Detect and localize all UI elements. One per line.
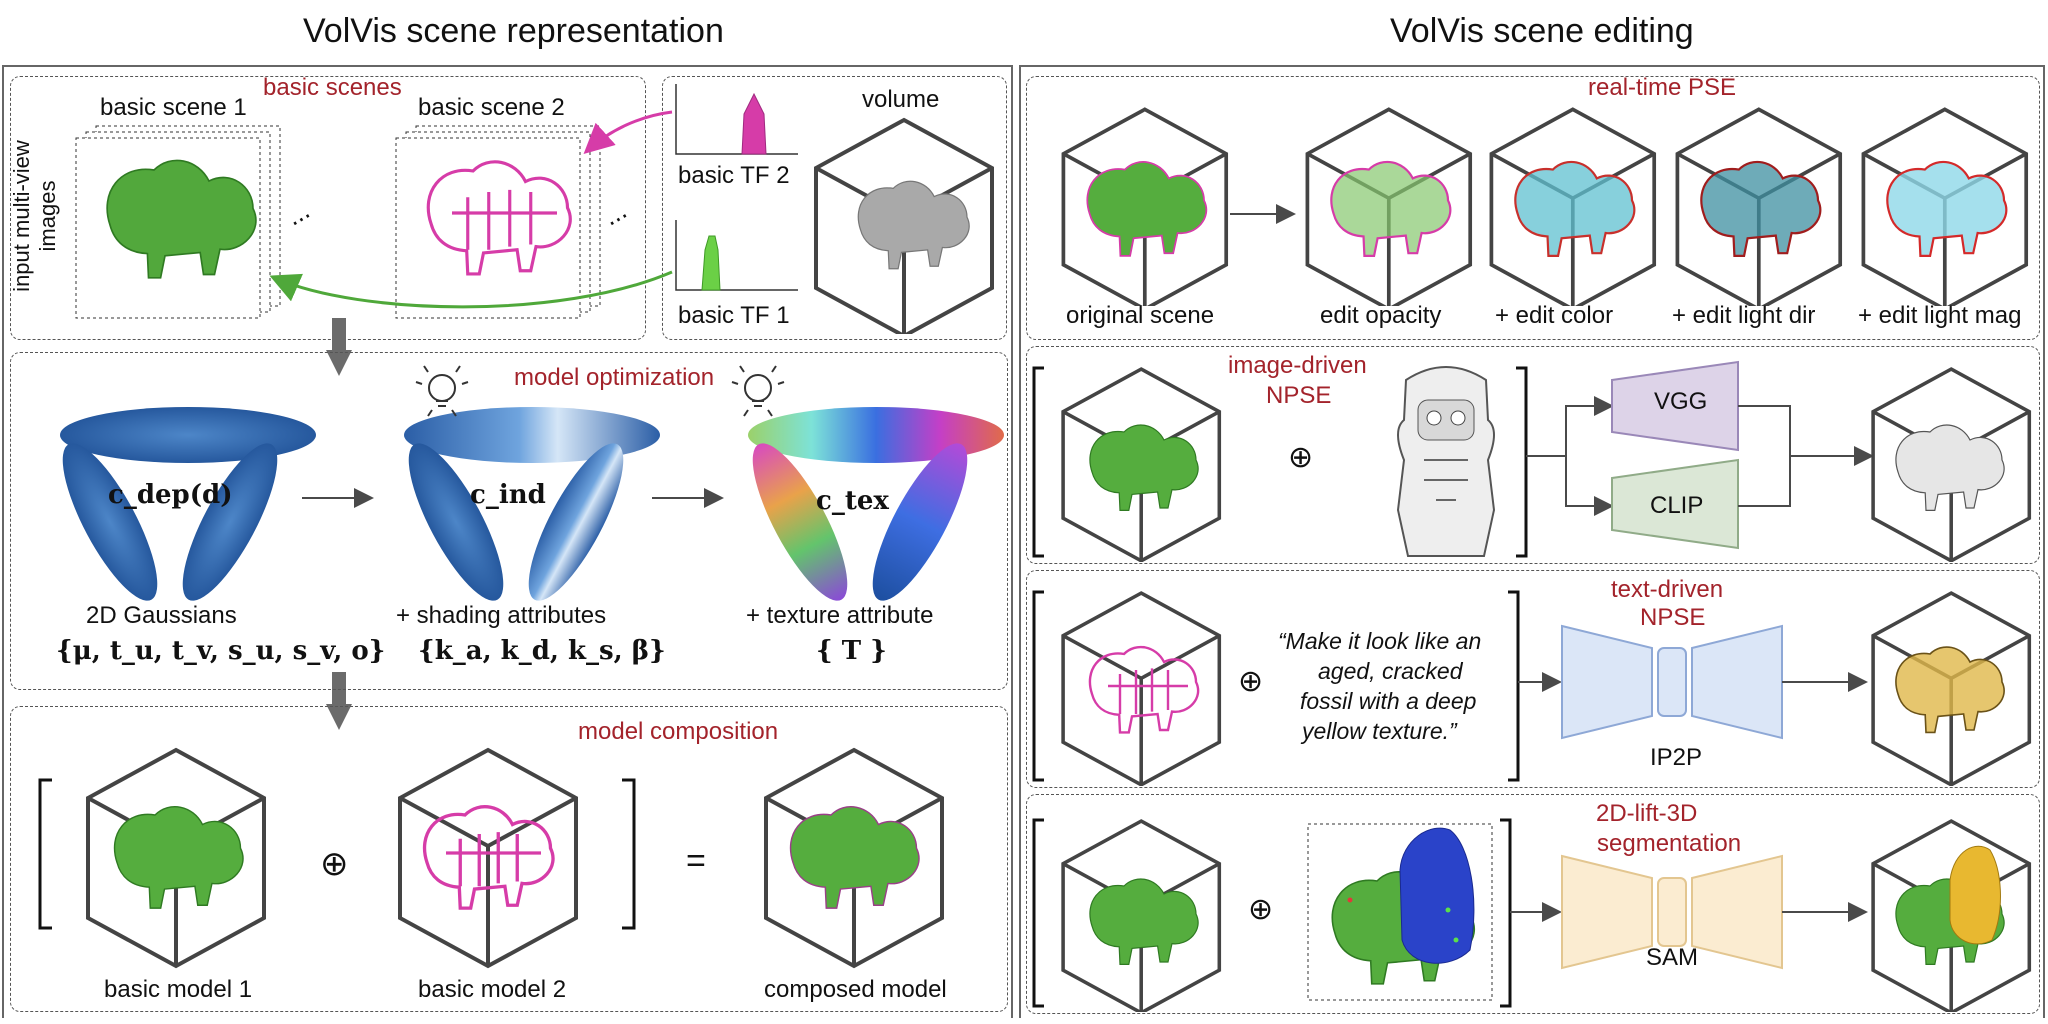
image-npse-label-2: NPSE	[1266, 382, 1332, 409]
image-npse-label-1: image-driven	[1228, 352, 1367, 379]
scene1-image-stack	[75, 125, 281, 319]
pse-step-2: edit opacity	[1320, 302, 1442, 329]
prompt-line-4: yellow texture.”	[1302, 718, 1457, 744]
g2-label: + shading attributes	[396, 602, 607, 629]
right-title: VolVis scene editing	[1390, 12, 1694, 50]
pse-step-3: + edit color	[1495, 302, 1614, 329]
model-composition-label: model composition	[578, 718, 779, 745]
prompt-line-3: fossil with a deep	[1300, 688, 1477, 714]
pse-step-1: original scene	[1066, 302, 1215, 329]
tf-arrows	[269, 110, 673, 309]
g2-math: c_ind	[470, 480, 546, 510]
down-arrow-1	[326, 318, 352, 376]
basic-scenes-box	[10, 76, 646, 340]
clip-label: CLIP	[1650, 492, 1704, 519]
image-npse-plus: ⊕	[1288, 441, 1314, 474]
segmentation-label-1: 2D-lift-3D	[1596, 800, 1698, 827]
g3-math: c_tex	[816, 486, 889, 516]
text-npse-label-2: NPSE	[1640, 604, 1706, 631]
model1-label: basic model 1	[104, 976, 253, 1003]
volume-cube	[808, 112, 1003, 334]
basic-scenes-label: basic scenes	[263, 74, 402, 101]
g1-math: c_dep(d)	[108, 480, 233, 510]
segmentation-diagram	[1032, 818, 2032, 1012]
composition-diagram	[38, 736, 1000, 986]
scene2-label: basic scene 2	[418, 94, 565, 121]
text-npse-plus: ⊕	[1238, 665, 1264, 698]
ip2p-label: IP2P	[1650, 744, 1703, 771]
text-npse-diagram	[1032, 590, 2032, 786]
gaussians-diagram	[60, 365, 1004, 601]
image-npse-box	[1026, 346, 2040, 564]
text-npse-box	[1026, 570, 2040, 788]
model3-label: composed model	[764, 976, 947, 1003]
pse-label: real-time PSE	[1588, 74, 1737, 101]
segmentation-label-2: segmentation	[1597, 830, 1742, 857]
prompt-line-2: aged, cracked	[1318, 658, 1463, 684]
tf2-chart	[675, 84, 798, 155]
segmentation-box	[1026, 794, 2040, 1014]
tf2-label: basic TF 2	[678, 162, 790, 189]
g1-params: {μ, t_u, t_v, s_u, s_v, o}	[56, 636, 386, 666]
composition-plus: ⊕	[320, 845, 349, 883]
prompt-line-1: “Make it look like an	[1278, 628, 1482, 654]
g3-label: + texture attribute	[746, 602, 934, 629]
text-npse-label-1: text-driven	[1611, 576, 1724, 603]
composition-equals: =	[686, 842, 706, 880]
g2-params: {k_a, k_d, k_s, β}	[418, 636, 666, 666]
model2-label: basic model 2	[418, 976, 567, 1003]
down-arrow-2	[326, 672, 352, 730]
vgg-label: VGG	[1654, 388, 1708, 415]
volume-label: volume	[862, 86, 940, 113]
left-title: VolVis scene representation	[303, 12, 724, 50]
pse-diagram	[1061, 107, 2029, 306]
tf1-label: basic TF 1	[678, 302, 790, 329]
scene2-image-stack	[395, 125, 601, 319]
pse-box	[1026, 76, 2040, 340]
segmentation-plus: ⊕	[1248, 893, 1274, 926]
sam-label: SAM	[1646, 944, 1699, 971]
tf1-chart	[675, 220, 798, 291]
g3-params: { T }	[816, 636, 887, 666]
image-npse-diagram	[1032, 360, 2032, 562]
model-optimization-label: model optimization	[514, 364, 715, 391]
model-optimization-box	[10, 352, 1008, 690]
pse-step-5: + edit light mag	[1858, 302, 2022, 329]
scene1-label: basic scene 1	[100, 94, 247, 121]
g1-label: 2D Gaussians	[86, 602, 237, 629]
tf-volume-box	[662, 76, 1007, 340]
model-composition-box	[10, 706, 1008, 1012]
pse-step-4: + edit light dir	[1672, 302, 1816, 329]
